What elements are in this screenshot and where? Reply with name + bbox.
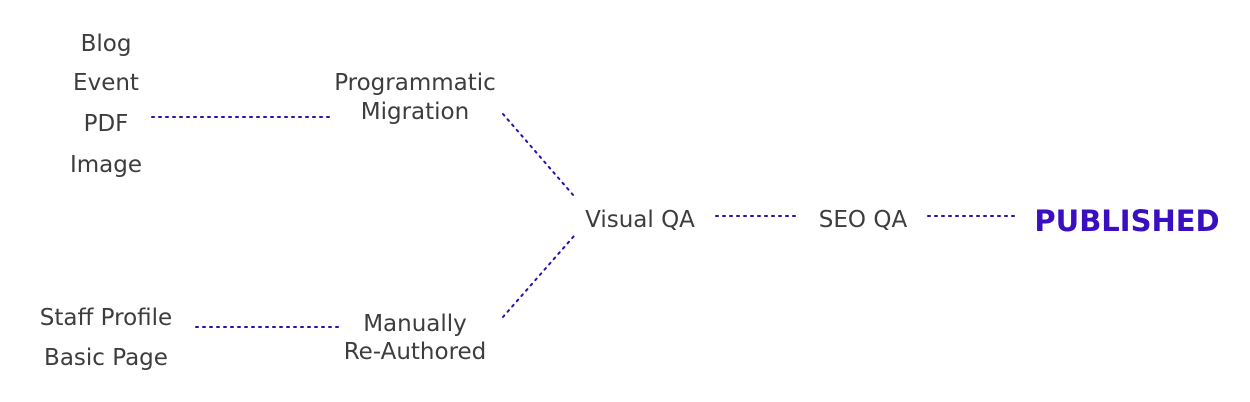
stage-manual-line-1: Manually	[363, 311, 467, 337]
connectors	[151, 113, 1017, 328]
source-basic-page: Basic Page	[44, 345, 168, 371]
stage-manually-reauthored: Manually Re-Authored	[344, 311, 487, 365]
stage-manual-line-2: Re-Authored	[344, 339, 487, 365]
stage-visual-qa: Visual QA	[585, 207, 695, 233]
stage-programmatic-line-1: Programmatic	[334, 70, 496, 96]
stage-seo-qa: SEO QA	[819, 207, 908, 233]
manual-sources: Staff Profile Basic Page	[40, 305, 172, 371]
stage-programmatic-line-2: Migration	[361, 99, 469, 125]
stage-programmatic-migration: Programmatic Migration	[334, 70, 496, 125]
source-staff-profile: Staff Profile	[40, 305, 172, 331]
source-event: Event	[73, 70, 139, 96]
connector-manual-to-visual-qa	[502, 235, 575, 318]
stage-published: PUBLISHED	[1034, 204, 1219, 238]
source-pdf: PDF	[84, 111, 129, 137]
source-blog: Blog	[81, 31, 132, 57]
connector-programmatic-to-visual-qa	[502, 113, 575, 197]
programmatic-sources: Blog Event PDF Image	[70, 31, 142, 178]
source-image: Image	[70, 152, 142, 178]
